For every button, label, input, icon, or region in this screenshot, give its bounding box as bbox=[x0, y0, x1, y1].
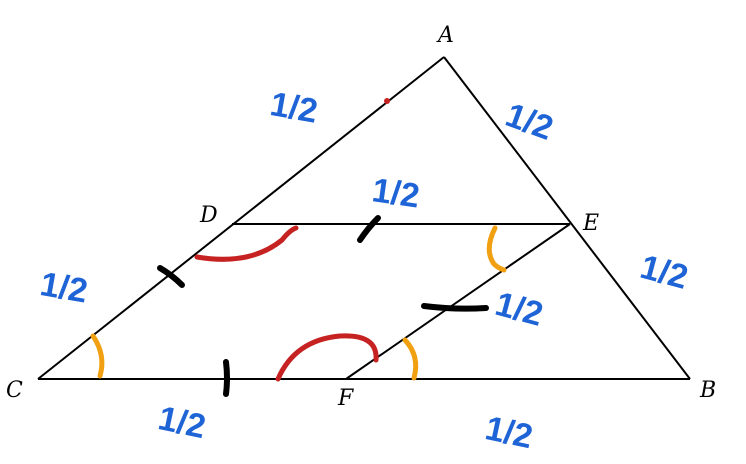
arc-angle-ef-b bbox=[402, 337, 419, 381]
vertex-label-b: B bbox=[699, 378, 716, 403]
arc-angle-c bbox=[90, 333, 105, 379]
point-marker bbox=[384, 98, 390, 104]
half-label-ef: 1/2 bbox=[491, 285, 546, 334]
vertex-label-d: D bbox=[199, 203, 218, 228]
half-label-cd: 1/2 bbox=[37, 265, 90, 311]
side-ac bbox=[37, 56, 445, 380]
vertex-label-c: C bbox=[6, 378, 23, 403]
tick-cf bbox=[223, 359, 230, 397]
vertex-label-f: F bbox=[337, 386, 354, 411]
tick-de bbox=[357, 215, 381, 243]
half-label-ae: 1/2 bbox=[501, 96, 558, 148]
vertex-labels: A B C D E F bbox=[6, 23, 716, 411]
vertex-label-a: A bbox=[436, 23, 454, 48]
tick-marks bbox=[157, 215, 489, 397]
segment-ef bbox=[345, 223, 571, 380]
geometry-lines bbox=[37, 56, 691, 380]
tick-ef bbox=[421, 303, 489, 312]
half-label-fb: 1/2 bbox=[482, 409, 536, 456]
tick-cd bbox=[157, 265, 185, 288]
half-label-cf: 1/2 bbox=[155, 399, 209, 446]
orange-angle-arcs bbox=[90, 225, 507, 381]
arc-angle-d bbox=[194, 225, 299, 262]
side-ab bbox=[443, 56, 691, 380]
half-label-eb: 1/2 bbox=[636, 248, 691, 297]
vertex-label-e: E bbox=[582, 211, 599, 236]
half-annotations: 1/2 1/2 1/2 1/2 1/2 1/2 1/2 1/2 bbox=[37, 85, 692, 456]
half-label-de: 1/2 bbox=[370, 171, 422, 215]
arc-angle-f bbox=[275, 333, 379, 382]
half-label-ad: 1/2 bbox=[267, 85, 320, 131]
red-angle-arcs bbox=[194, 225, 379, 382]
arc-angle-e bbox=[486, 225, 507, 273]
